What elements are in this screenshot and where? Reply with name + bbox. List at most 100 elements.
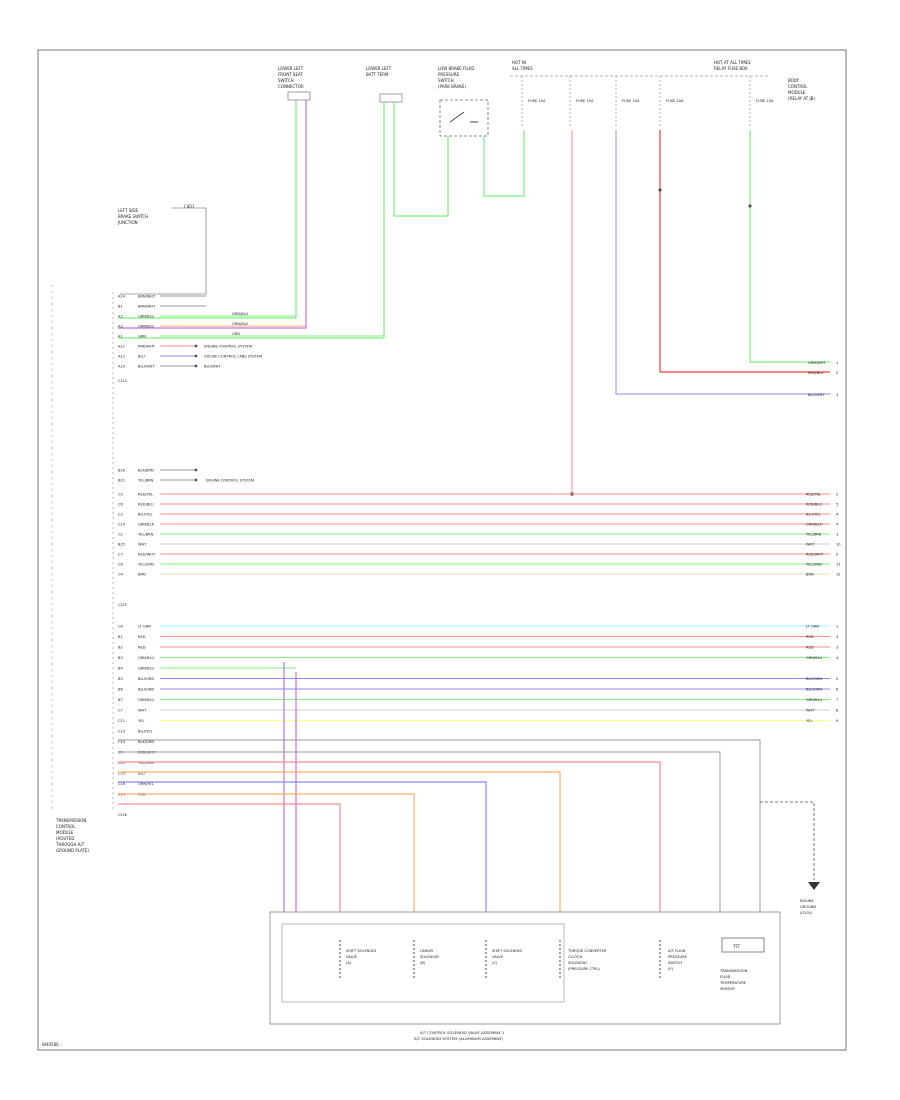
- wire-color-label: ORN/BLU: [138, 325, 155, 329]
- solenoid-c-label: SHIFT SOLENOID: [492, 949, 522, 953]
- wire-drop-yellow-orange: [118, 771, 561, 912]
- switch-symbol: [449, 111, 478, 123]
- comp-a-label-line: LOWER LEFT: [278, 66, 304, 71]
- right-terminal-pin: 2: [836, 371, 838, 375]
- tcm-label-line: (ROUTED: [56, 836, 74, 841]
- assembly-label-line: A/T SOLENOID SYSTEM (ALUMINUM ASSEMBLY): [414, 1036, 504, 1041]
- pin-label: C9: [118, 493, 124, 497]
- pin-label: B6: [118, 688, 123, 692]
- wire-color-label-right: RED/YEL: [806, 493, 821, 497]
- connector-code: C210: [118, 379, 127, 383]
- pressure-switch-label: A/T FLUID: [668, 949, 686, 953]
- wire-color-label: YEL/BRN: [138, 479, 154, 483]
- terminal-dot: [194, 344, 198, 348]
- right-terminal-label: RED/BLK: [808, 371, 824, 375]
- right-pin-label: 5: [836, 503, 838, 507]
- pin-label: B7: [118, 698, 123, 702]
- comp-c-label-line: PRESSURE: [438, 72, 460, 77]
- pin-label: C7: [118, 553, 123, 557]
- comp-c-label-line: SWITCH: [438, 78, 454, 83]
- bottom-drops: [118, 662, 820, 912]
- wire-color-label: BLU/GRN: [138, 688, 154, 692]
- wire-color-label: WHT: [138, 543, 147, 547]
- wire-color-label-right: BLU/GRN: [806, 677, 822, 681]
- right-terminals: GRN/WHT 1 RED/BLK 2 BLU/WHT 3: [808, 361, 838, 397]
- right-pin-label: 3: [836, 635, 838, 639]
- wire-color-label: RED/WHT: [138, 553, 156, 557]
- right-pin-label: 3: [836, 646, 838, 650]
- wire-color-label: GRN/BLK: [138, 523, 155, 527]
- reference-code: W40586: [42, 1042, 59, 1047]
- pin-label: B25: [118, 543, 125, 547]
- pin-label: A2: [118, 315, 123, 319]
- right-pin-label: 4: [836, 656, 839, 660]
- left-switch-label-line: LEFT SIDE: [118, 208, 139, 213]
- comp-c-label-line: LOW BRAKE FLUID: [438, 66, 475, 71]
- wire-color-label-right: RED: [806, 646, 814, 650]
- wire-color-label: RED/BLU: [138, 503, 154, 507]
- right-pin-label: 9: [836, 719, 839, 723]
- tcc-solenoid-label: SOLENOID: [568, 961, 587, 965]
- wire-color-label-right: BRN: [806, 573, 814, 577]
- wire-color-label: BLU/YEL: [138, 513, 153, 517]
- wire-color-label-right: RED/BLU: [806, 503, 822, 507]
- wire-drop-red: [118, 803, 341, 912]
- wire-color-label: PNK/WHT: [138, 345, 156, 349]
- wire-drop-gray-2: [118, 739, 761, 912]
- wire-color-label: BRN: [138, 573, 146, 577]
- tcc-solenoid-label: CLUTCH: [568, 955, 582, 959]
- fuse-label: FUSE 10A: [622, 99, 640, 103]
- solenoid-a-label: SHIFT SOLENOID: [346, 949, 376, 953]
- splice-dot: [658, 188, 662, 192]
- terminal-dot: [194, 478, 198, 482]
- pin-label: C2: [118, 533, 123, 537]
- comp-b-connector: [379, 93, 403, 103]
- wire-color-label: WHT: [138, 709, 147, 713]
- pin-label: B4: [118, 667, 123, 671]
- comp-b-label-line: LOWER LEFT: [366, 66, 392, 71]
- solenoid-outer-box: [269, 911, 781, 1025]
- pin-label: C13: [118, 740, 125, 744]
- right-pin-label: 6: [836, 688, 839, 692]
- pin-label: C15: [118, 761, 125, 765]
- pin-label: B5: [118, 677, 123, 681]
- splice-dot: [748, 204, 752, 208]
- fuse-label: FUSE 15A: [576, 99, 594, 103]
- connector-code: C226: [118, 813, 127, 817]
- comp-b-label-line: BATT TERM: [366, 72, 389, 77]
- solenoid-b-label: SOLENOID: [420, 955, 439, 959]
- hot-label: HOT IN ALL TIMES: [512, 60, 533, 71]
- wire-drop-gray-1: [118, 751, 721, 912]
- wire-grn-fuse5: [749, 130, 830, 363]
- top-vertical-wires: [118, 100, 830, 496]
- pin-label: B3: [118, 656, 123, 660]
- wire-color-label: GRN: [138, 335, 146, 339]
- pin-label: B1: [118, 305, 123, 309]
- wire-color-label: BLU: [138, 772, 145, 776]
- right-pin-label: 4: [836, 523, 839, 527]
- assembly-label-line: A/T CONTROL SOLENOID VALVE ASSEMBLY 1: [420, 1030, 505, 1035]
- wire-color-label: YEL: [138, 719, 144, 723]
- right-pin-label: 2: [836, 493, 838, 497]
- pin-label: C6: [118, 503, 124, 507]
- wire-color-label-right: GRN/BLU: [806, 698, 822, 702]
- wire-color-label-right: GRN/BLK: [806, 523, 823, 527]
- hot-label-right-line: RELAY FUSE BOX: [714, 66, 748, 71]
- wire-color-label: BLU/GRN: [138, 677, 154, 681]
- pressure-switch-label: PRESSURE: [668, 955, 688, 959]
- right-pin-label: 5: [836, 677, 838, 681]
- right-terminal-pin: 3: [836, 393, 838, 397]
- pin-label: C8: [118, 625, 124, 629]
- wire-color-label: GRN/BLU: [138, 667, 154, 671]
- left-switch-label-line: JUNCTION: [117, 220, 138, 225]
- pressure-switch-label: (P): [668, 967, 674, 971]
- wire-color-label: YEL/GRN: [138, 761, 154, 765]
- comp-a-label-line: FRONT SEAT: [278, 72, 303, 77]
- tcm-label-line: GROUND PLATE): [56, 848, 89, 853]
- solenoid-b-label: (B): [420, 961, 426, 965]
- pin-label: A3: [118, 325, 123, 329]
- pin-label: C19: [118, 730, 126, 734]
- wire-color-label: RED: [138, 646, 146, 650]
- tft-sensor-label: TRANSMISSION: [719, 969, 748, 973]
